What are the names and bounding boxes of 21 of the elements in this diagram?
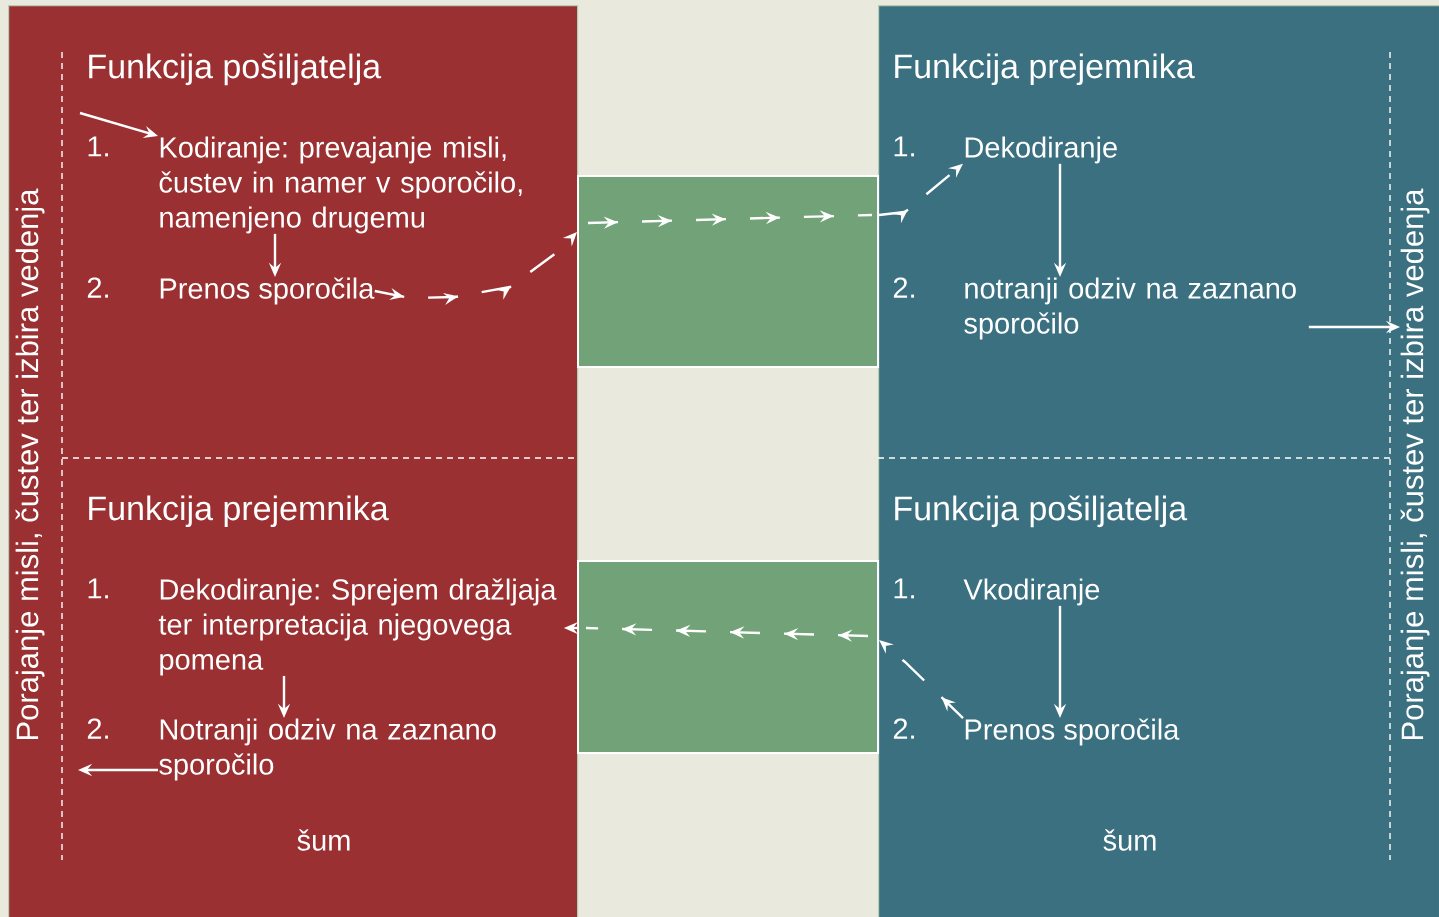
- step-text: Prenos sporočila: [965, 718, 1180, 746]
- step-text: notranji odziv na zaznano sporočilo: [964, 277, 1296, 340]
- section-heading: Funkcija prejemnika: [89, 495, 389, 528]
- step-text: Vkodiranje: [963, 578, 1100, 606]
- step-text: Prenos sporočila: [160, 277, 375, 305]
- vertical-label: Porajanje misli, čustev ter izbira vedenja: [15, 188, 45, 739]
- step-text: Kodiranje: prevajanje misli, čustev in namer v sporočilo, namenjeno drugemu: [159, 136, 522, 234]
- step-number: 1.: [894, 136, 914, 157]
- channel-box: [577, 560, 879, 754]
- step-text: Notranji odziv na zaznano sporočilo: [159, 718, 496, 781]
- section-heading: Funkcija prejemnika: [895, 53, 1195, 86]
- channel-box: [577, 175, 879, 368]
- step-number: 1.: [88, 136, 108, 157]
- step-number: 2.: [87, 277, 108, 298]
- step-number: 2.: [87, 718, 108, 739]
- step-text: Dekodiranje: Sprejem dražljaja ter interpretacija njegovega pomena: [158, 578, 557, 676]
- step-text: Dekodiranje: [965, 136, 1117, 164]
- section-heading: Funkcija pošiljatelja: [895, 495, 1188, 528]
- vertical-label: Porajanje misli, čustev ter izbira vedenja: [1400, 188, 1430, 739]
- section-heading: Funkcija pošiljatelja: [89, 53, 382, 86]
- step-number: 1.: [88, 578, 108, 599]
